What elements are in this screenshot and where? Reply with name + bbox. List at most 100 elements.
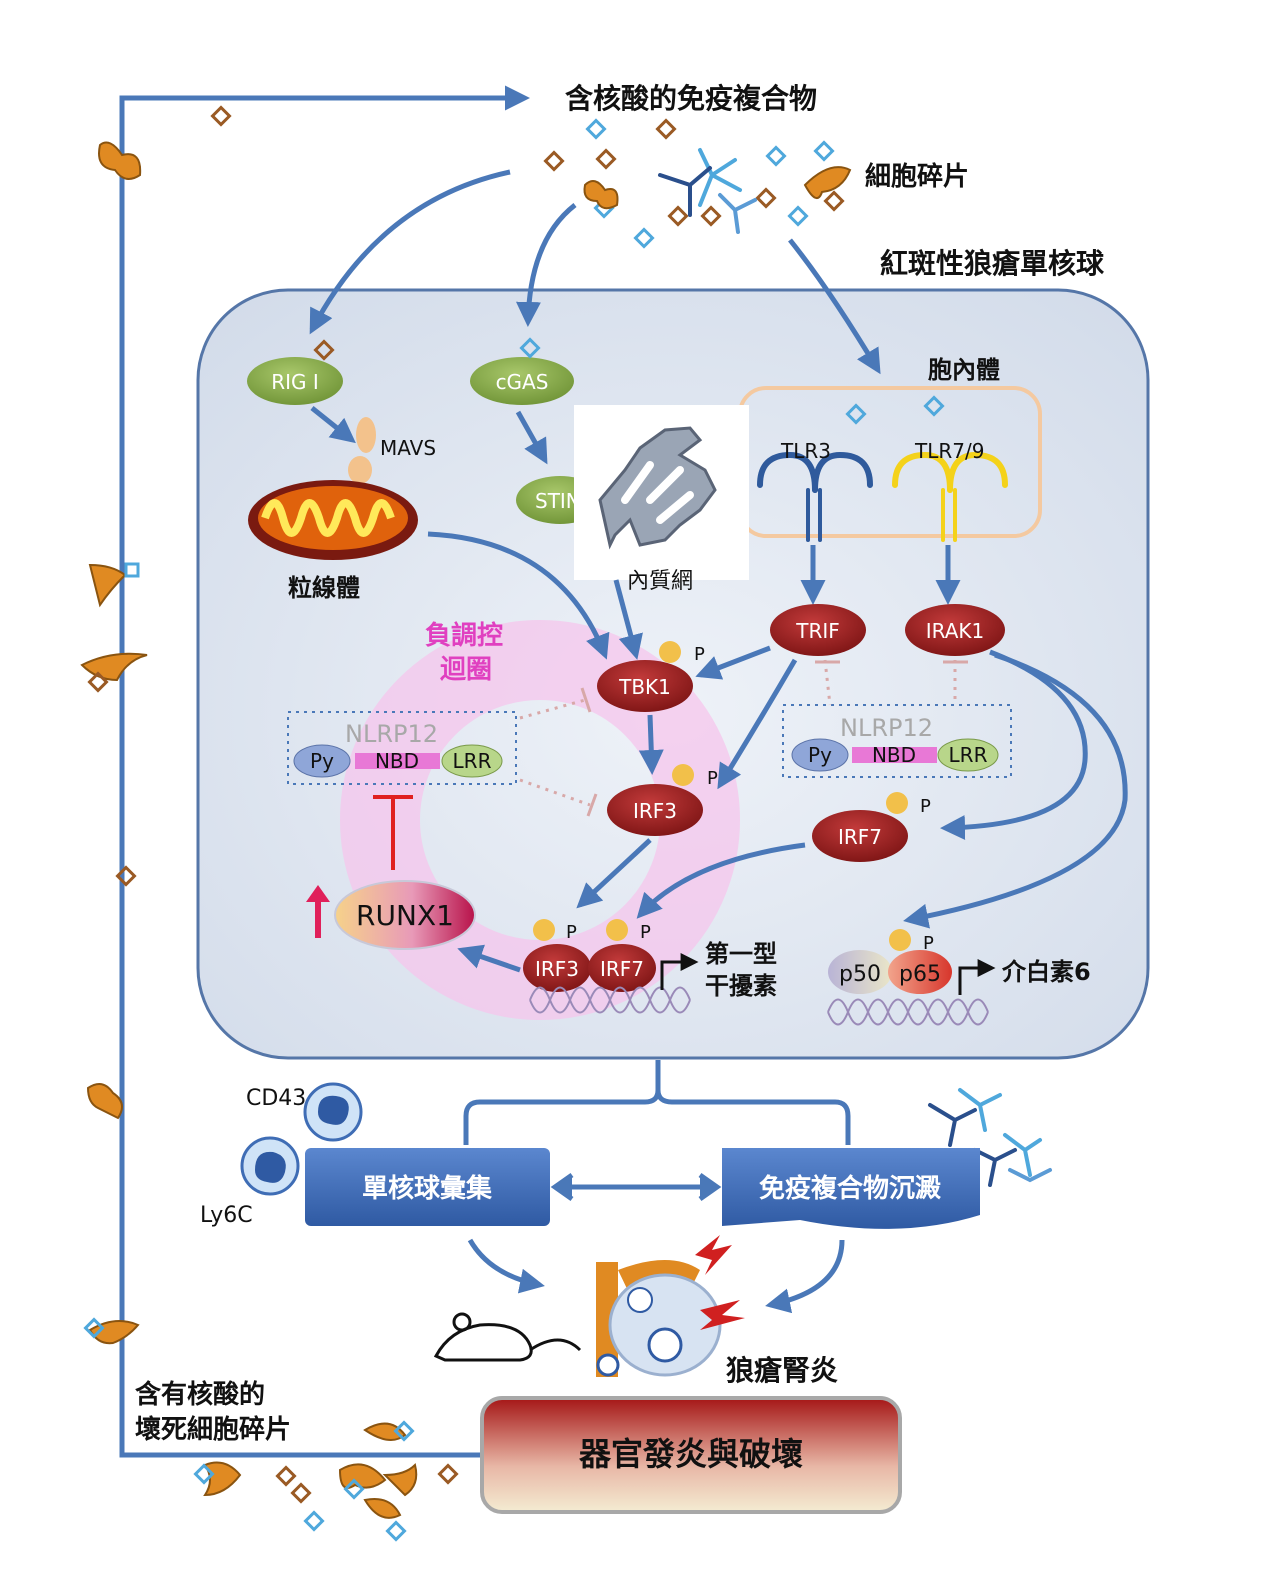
neg-loop-label-2: 迴圈 bbox=[440, 655, 492, 685]
cgas-node bbox=[470, 357, 574, 405]
tbk1-phospho bbox=[659, 641, 681, 663]
irf7-dimer-label: IRF7 bbox=[600, 957, 644, 981]
necrotic-label-1: 含有核酸的 bbox=[135, 1379, 265, 1410]
cgas-label: cGAS bbox=[496, 370, 549, 394]
entry-arrows bbox=[309, 169, 881, 375]
ly6c-cell bbox=[240, 1136, 300, 1196]
py-domain-left bbox=[293, 744, 351, 778]
p50-label: p50 bbox=[839, 962, 881, 987]
nbd-domain-right bbox=[852, 747, 937, 763]
irf7-node bbox=[812, 810, 908, 862]
irak1-node bbox=[905, 604, 1005, 656]
top-complex-label: 含核酸的免疫複合物 bbox=[565, 82, 817, 115]
irf3-dimer-p-label: P bbox=[566, 922, 577, 943]
er-label: 內質網 bbox=[627, 569, 693, 594]
p65-node bbox=[888, 950, 952, 994]
tlr3-receptor bbox=[757, 451, 873, 542]
rig1-node bbox=[247, 357, 343, 405]
ifn-label-2: 干擾素 bbox=[705, 972, 777, 1000]
tbk1-node bbox=[597, 660, 693, 712]
immune-complex-deposit-box: 免疫複合物沉澱 bbox=[722, 1148, 980, 1229]
nbd-domain-left bbox=[355, 753, 440, 769]
lrr-domain-right bbox=[937, 738, 999, 772]
runx1-node bbox=[334, 880, 476, 950]
organ-inflammation-box: 器官發炎與破壞 bbox=[480, 1396, 902, 1514]
p50-node bbox=[828, 950, 892, 994]
runx1-inhibition bbox=[373, 795, 413, 870]
tlr3-label: TLR3 bbox=[780, 439, 831, 463]
ly6c-label: Ly6C bbox=[200, 1203, 253, 1228]
rig1-dna bbox=[313, 339, 335, 361]
neg-loop-label-1: 負調控 bbox=[425, 620, 503, 651]
rig-cgas-arrows bbox=[310, 406, 548, 465]
lrr-domain-left bbox=[441, 744, 503, 778]
antibody-cluster-top bbox=[658, 148, 757, 234]
ifn-label-1: 第一型 bbox=[705, 940, 777, 968]
inhibition-bars bbox=[580, 660, 968, 817]
tlr-arrows bbox=[800, 545, 961, 605]
irf7-dimer-phospho bbox=[606, 919, 628, 941]
endosome-dna bbox=[845, 395, 945, 425]
p65-label: p65 bbox=[899, 962, 941, 987]
kidney-glomerulus-icon bbox=[596, 1235, 745, 1377]
p65-phospho bbox=[889, 929, 911, 951]
dna-helix-right bbox=[827, 998, 989, 1026]
inhibition-dotted-lines bbox=[519, 659, 957, 807]
irf7-dimer-p-label: P bbox=[640, 922, 651, 943]
cell-debris-label: 細胞碎片 bbox=[865, 161, 969, 192]
tbk1-irf3-arrow bbox=[638, 714, 664, 775]
endosome-label: 胞內體 bbox=[928, 356, 1000, 384]
monocyte-recruitment-box: 單核球彙集 bbox=[305, 1148, 550, 1226]
bidirectional-arrow bbox=[550, 1172, 722, 1202]
mavs-label: MAVS bbox=[380, 436, 436, 460]
nlrp12-right-label: NLRP12 bbox=[840, 714, 933, 742]
py-domain-right bbox=[791, 738, 849, 772]
irf7-dimer-node bbox=[588, 944, 656, 992]
organ-label: 器官發炎與破壞 bbox=[578, 1435, 803, 1473]
tbk1-p-label: P bbox=[694, 644, 705, 665]
nlrp12-left-label: NLRP12 bbox=[345, 720, 438, 748]
irf3-label: IRF3 bbox=[633, 799, 677, 823]
il6-label: 介白素6 bbox=[1001, 958, 1091, 986]
mono-recruit-label: 單核球彙集 bbox=[362, 1173, 493, 1204]
nbd-label-right: NBD bbox=[872, 743, 916, 767]
er-icon bbox=[598, 426, 717, 550]
trif-label: TRIF bbox=[795, 619, 840, 643]
nephritis-label: 狼瘡腎炎 bbox=[726, 1354, 838, 1387]
irf7-p-label: P bbox=[920, 796, 931, 817]
irak1-label: IRAK1 bbox=[926, 619, 985, 643]
kidney-arrows bbox=[467, 1238, 845, 1314]
irf3-dimer-node bbox=[523, 944, 591, 992]
irf3-dimer-phospho bbox=[533, 919, 555, 941]
output-bracket bbox=[463, 1060, 851, 1145]
trif-node bbox=[770, 604, 866, 656]
tbk1-label: TBK1 bbox=[618, 675, 671, 699]
mouse-icon bbox=[433, 1312, 582, 1362]
nlrp12-left-box bbox=[287, 711, 517, 785]
upregulation-arrow-icon bbox=[306, 885, 330, 938]
nlrp12-right-box bbox=[782, 704, 1012, 778]
monocyte-label: 紅斑性狼瘡單核球 bbox=[880, 247, 1105, 280]
irf3-dimer-label: IRF3 bbox=[535, 957, 579, 981]
mitochondrion bbox=[248, 480, 418, 560]
dimer-arrows bbox=[576, 838, 806, 919]
antibody-cluster-bottom bbox=[928, 1088, 1052, 1187]
lrr-label-right: LRR bbox=[949, 743, 988, 767]
mavs-protein bbox=[348, 417, 376, 484]
irf3-p-label: P bbox=[707, 768, 718, 789]
tbk1-input-arrows bbox=[427, 531, 798, 790]
p65-p-label: P bbox=[923, 933, 934, 954]
dna-helix-left bbox=[529, 986, 691, 1014]
py-label-right: Py bbox=[808, 743, 832, 767]
ifn-transcription-arrow bbox=[660, 953, 699, 990]
tlr79-label: TLR7/9 bbox=[914, 439, 984, 463]
mito-label: 粒線體 bbox=[288, 574, 360, 602]
py-label-left: Py bbox=[310, 749, 334, 773]
il6-transcription-arrow bbox=[958, 959, 996, 995]
necrotic-label-2: 壞死細胞碎片 bbox=[135, 1414, 291, 1445]
rig1-label: RIG I bbox=[271, 370, 319, 394]
irf3-phospho bbox=[672, 764, 694, 786]
debris-dna bbox=[83, 562, 459, 1542]
nbd-label-left: NBD bbox=[375, 749, 419, 773]
ic-deposit-label: 免疫複合物沉澱 bbox=[759, 1173, 941, 1204]
